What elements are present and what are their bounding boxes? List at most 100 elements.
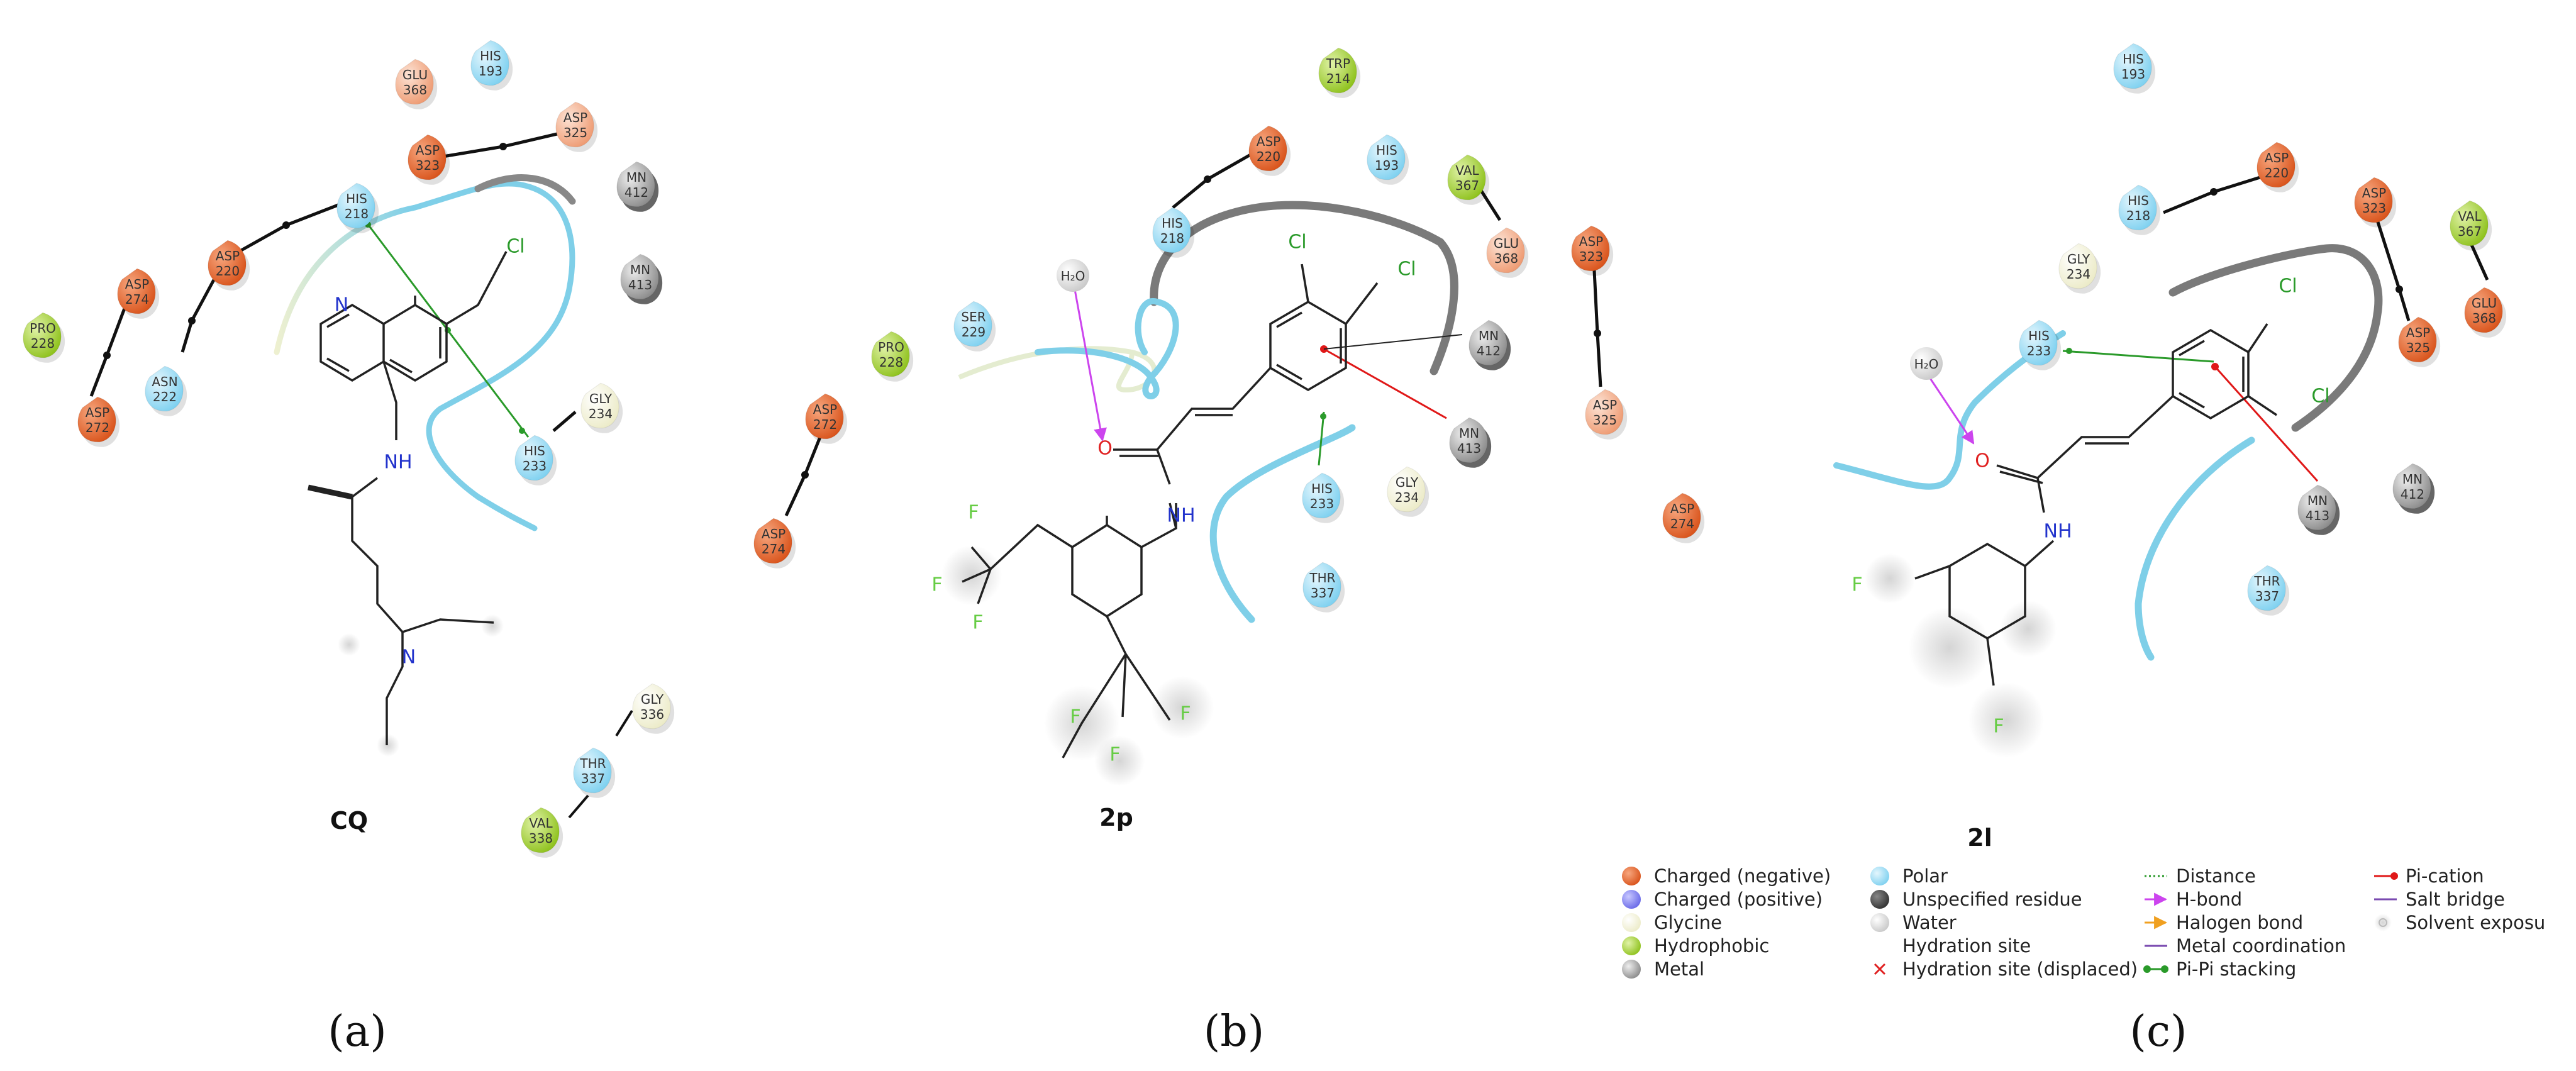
residue-name: ASP <box>564 110 587 125</box>
residue-number: 325 <box>2406 340 2430 355</box>
atom-n-amine: N <box>402 646 416 669</box>
residue-name: HIS <box>2123 52 2144 67</box>
residue-number: 234 <box>2067 267 2090 282</box>
residues: HIS193HIS218ASP220ASP323VAL367GLY234GLU3… <box>2019 43 2507 616</box>
residue-number: 367 <box>2458 224 2482 239</box>
atom-f: F <box>1109 744 1120 766</box>
legend-item: Hydration site <box>1902 935 2031 957</box>
residue-name: PRO <box>30 321 56 336</box>
atom-cl: Cl <box>2311 386 2329 408</box>
residue-number: 368 <box>2472 311 2496 326</box>
atom-f: F <box>1070 706 1080 728</box>
dot-light-icon <box>1870 913 1889 932</box>
residue-name: GLU <box>402 67 428 82</box>
residue-name: ASP <box>813 402 837 417</box>
legend-item: Unspecified residue <box>1870 889 2082 910</box>
residue-number: 220 <box>2265 165 2289 180</box>
residue-name: ASP <box>216 248 240 264</box>
backbone-line <box>238 201 345 253</box>
panel-caption: (a) <box>328 1007 387 1057</box>
legend-item: Salt bridge <box>2374 889 2505 910</box>
panel-a: Cl N NH N CQ (a) HIS193GLU368ASP325ASP32… <box>23 40 675 1057</box>
solvent-exposure <box>2000 601 2057 657</box>
residue-number: 337 <box>581 771 605 786</box>
water-molecule <box>1057 259 1089 292</box>
legend-item: Hydration site (displaced) <box>1874 958 2138 980</box>
residue-name: GLY <box>641 692 664 707</box>
solvent-exposure <box>377 734 399 757</box>
residue-number: 220 <box>1257 149 1280 164</box>
residue-name: ASP <box>2265 150 2289 165</box>
residue-number: 367 <box>1455 178 1479 193</box>
residue-name: ASP <box>2362 186 2386 201</box>
legend-label: Charged (positive) <box>1654 889 1823 910</box>
atom-f: F <box>972 612 983 634</box>
atom-f: F <box>1180 703 1191 725</box>
pocket-outline <box>2135 436 2255 661</box>
residue-name: HIS <box>480 48 501 64</box>
residue-number: 412 <box>1477 343 1501 358</box>
residue-number: 412 <box>2401 487 2424 502</box>
dot-cream-icon <box>1622 913 1641 932</box>
dot-orange-icon <box>1622 867 1641 885</box>
residue-number: 193 <box>2121 67 2145 82</box>
compound-label: 2l <box>1967 824 1992 852</box>
pocket-outline-grey <box>2168 244 2383 432</box>
backbone-line <box>89 304 128 397</box>
legend-item: Polar <box>1870 865 1948 887</box>
residue-name: GLY <box>589 391 613 406</box>
residue-number: 233 <box>1310 496 1334 511</box>
residue-name: ASP <box>86 405 109 420</box>
legend-label: Glycine <box>1654 912 1722 933</box>
legend-label: H-bond <box>2176 889 2242 910</box>
h-bond-arrow <box>1928 377 1975 445</box>
legend-item: Hydrophobic <box>1622 935 1769 957</box>
atom-o: O <box>1097 438 1113 460</box>
atom-nh: NH <box>384 452 413 474</box>
solvent-exposure <box>1865 553 1915 604</box>
residue-name: VAL <box>2458 209 2482 224</box>
dot-green-icon <box>1622 936 1641 955</box>
residue-number: 274 <box>762 541 786 557</box>
cross-red-icon <box>1874 963 1886 975</box>
residue-name: GLU <box>2472 296 2497 311</box>
residue-number: 323 <box>416 158 440 173</box>
residue-name: MN <box>1459 426 1479 441</box>
solvent-exposure <box>941 545 1002 606</box>
residue-number: 274 <box>125 292 149 307</box>
residue-name: ASP <box>1257 134 1280 149</box>
legend-label: Polar <box>1902 865 1948 887</box>
legend-label: Halogen bond <box>2176 912 2303 933</box>
solvent-exposure <box>481 614 504 637</box>
backbone-dot <box>801 471 809 479</box>
atom-f: F <box>1993 716 2004 738</box>
atom-o: O <box>1975 450 1990 472</box>
legend-label: Solvent exposu <box>2406 912 2545 933</box>
line-green-dots-icon <box>2143 965 2168 973</box>
dot-cyan-icon <box>1870 867 1889 885</box>
backbone-dot <box>1594 330 1601 337</box>
atom-f: F <box>1852 574 1862 596</box>
solvent-exposure <box>1968 682 2044 758</box>
residue-number: 234 <box>589 406 613 421</box>
solvent-exposure <box>338 633 360 656</box>
